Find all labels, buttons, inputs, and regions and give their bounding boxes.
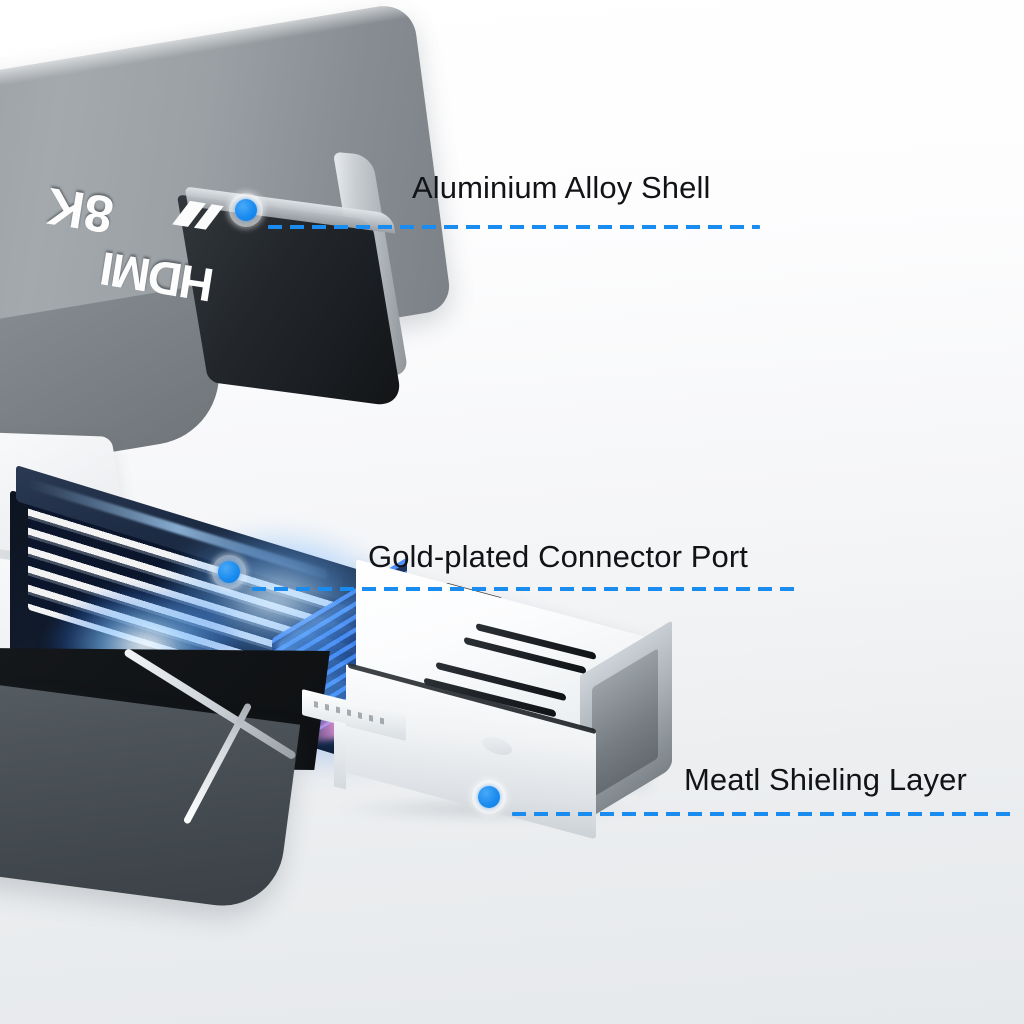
callout-dot-meatl-shieling-layer[interactable] <box>472 780 506 814</box>
callout-leader-line-meatl-shieling-layer <box>512 812 1012 816</box>
callout-dot-aluminium-alloy-shell[interactable] <box>229 193 263 227</box>
callout-dot-core <box>218 561 240 583</box>
callout-label-meatl-shieling-layer: Meatl Shieling Layer <box>684 762 967 797</box>
shield-tab-leg <box>334 720 346 790</box>
callout-dot-core <box>235 199 257 221</box>
callout-leader-line-aluminium-alloy-shell <box>268 225 760 229</box>
resolution-8k-text: 8K <box>42 175 118 244</box>
callout-label-gold-plated-connector-port: Gold-plated Connector Port <box>368 539 748 574</box>
callout-dot-core <box>478 786 500 808</box>
speed-arrow-icon <box>170 196 226 234</box>
callout-label-aluminium-alloy-shell: Aluminium Alloy Shell <box>412 170 711 205</box>
callout-leader-line-gold-plated-connector-port <box>252 587 802 591</box>
callout-dot-gold-plated-connector-port[interactable] <box>212 555 246 589</box>
metal-shielding-layer <box>300 559 720 890</box>
shell-branding-group: HDMI 8K <box>0 152 237 317</box>
